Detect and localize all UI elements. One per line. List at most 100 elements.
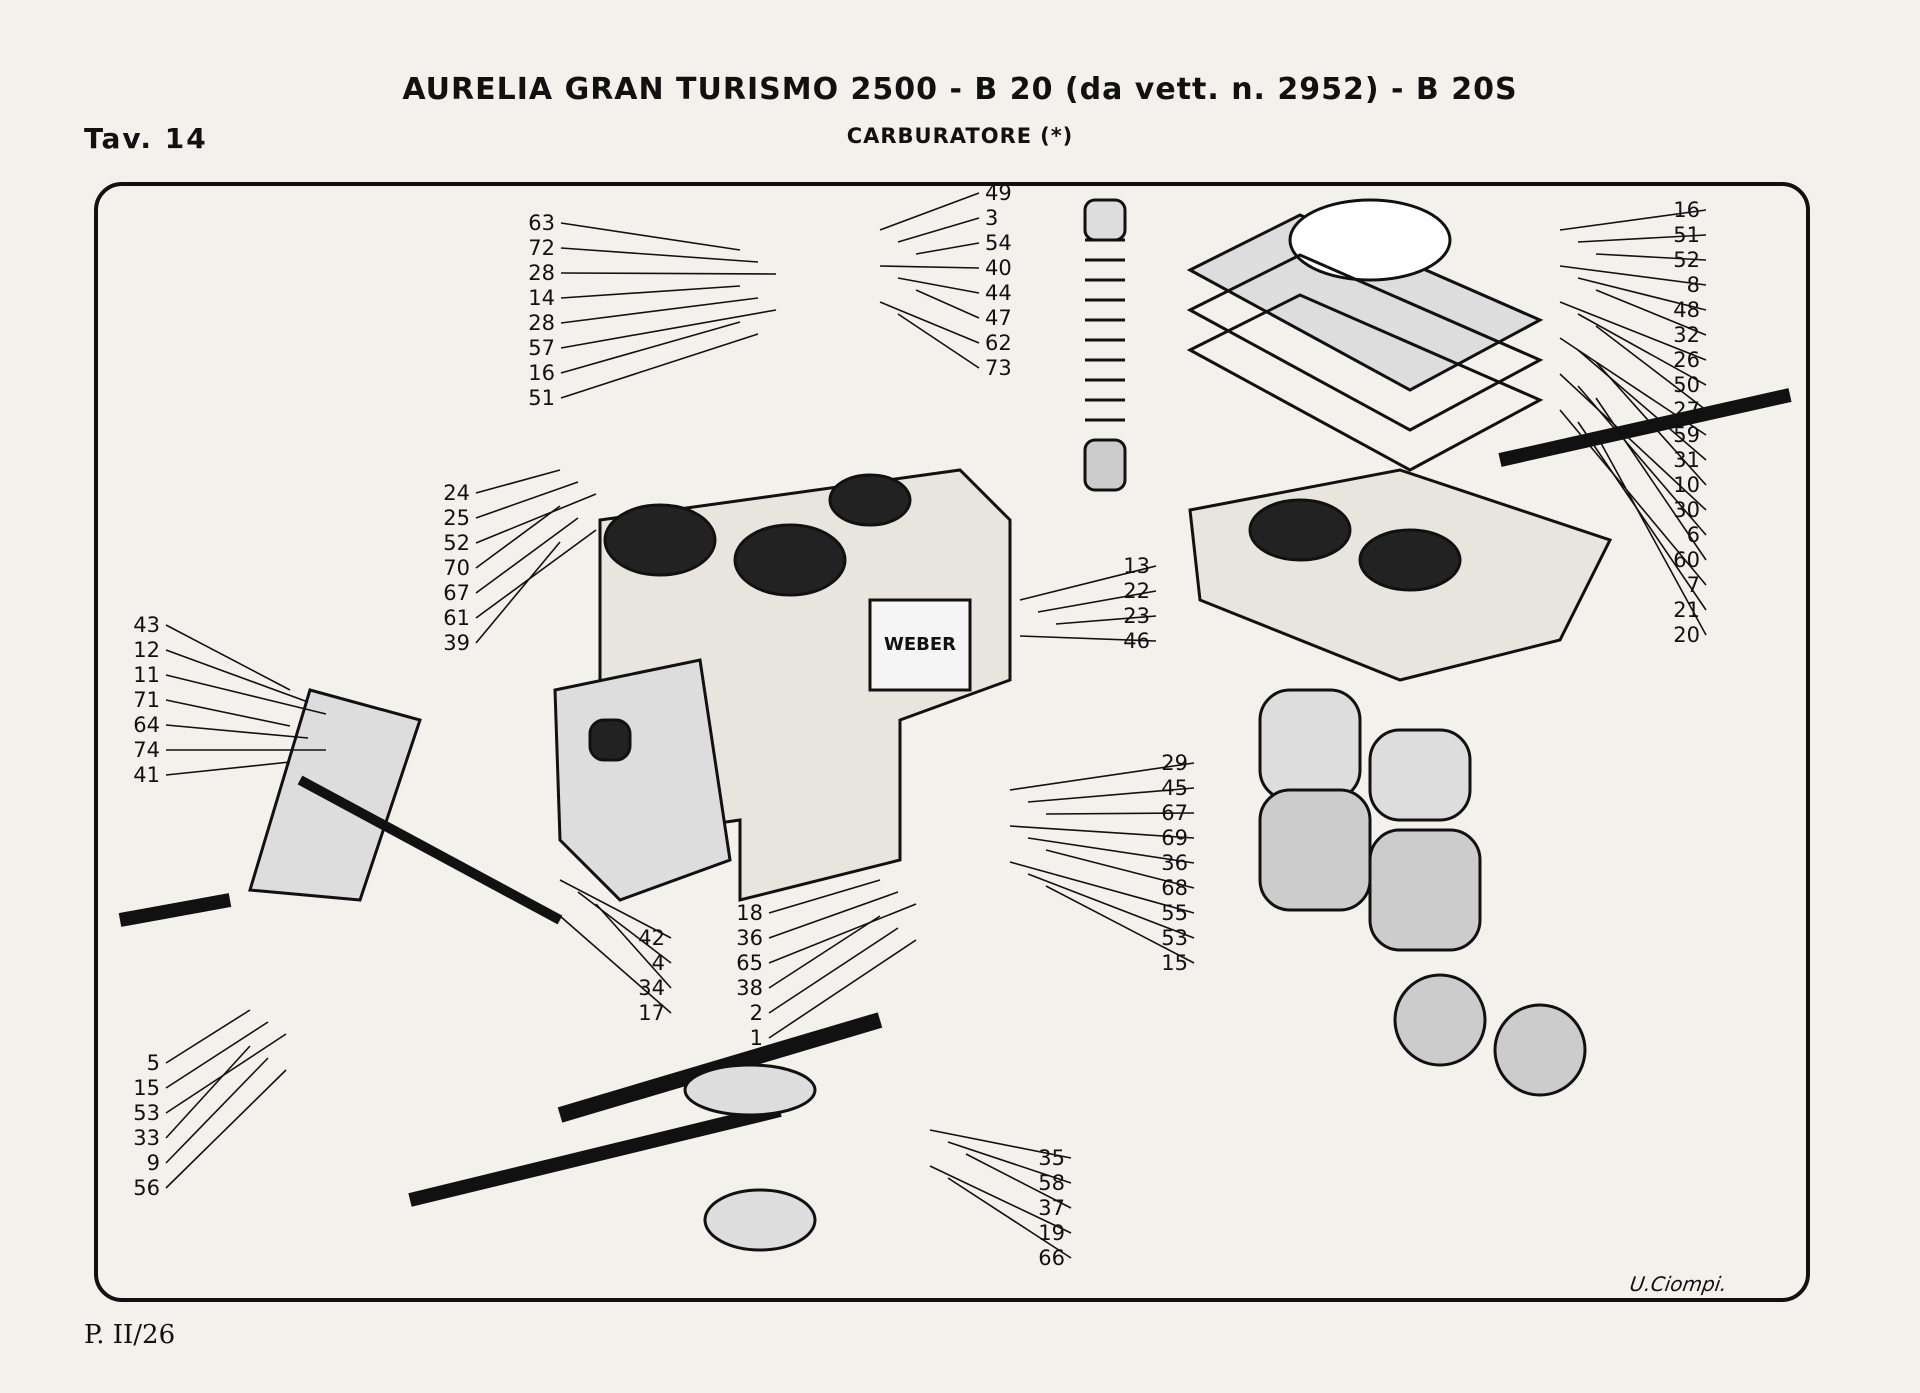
callout-number: 23	[1123, 604, 1150, 628]
callout-number: 74	[133, 738, 160, 762]
page-title: AURELIA GRAN TURISMO 2500 - B 20 (da vet…	[402, 72, 1518, 107]
callout-number: 42	[638, 926, 665, 950]
callout-leader-line	[165, 624, 291, 691]
callout-leader-line	[577, 891, 672, 964]
callout-leader-line	[1027, 837, 1195, 864]
callout-number: 53	[1161, 926, 1188, 950]
plate-number: Tav. 14	[84, 122, 208, 155]
callout-leader-line	[1559, 209, 1707, 231]
callout-number: 39	[443, 631, 470, 655]
callout-number: 22	[1123, 579, 1150, 603]
callout-number: 38	[736, 976, 763, 1000]
callout-labels: 6372281428571651493544044476273242552706…	[133, 181, 1707, 1270]
callout-leader-line	[165, 761, 291, 776]
callout-leader-line	[1577, 234, 1707, 243]
callout-number: 4	[652, 951, 665, 975]
callout-number: 6	[1687, 523, 1700, 547]
callout-leader-line	[1577, 349, 1707, 461]
callout-leader-line	[915, 289, 980, 319]
callout-leader-line	[595, 903, 672, 989]
callout-number: 63	[528, 211, 555, 235]
callout-number: 19	[1038, 1221, 1065, 1245]
callout-number: 73	[985, 356, 1012, 380]
callout-number: 16	[1673, 198, 1700, 222]
callout-number: 49	[985, 181, 1012, 205]
callout-number: 61	[443, 606, 470, 630]
callout-leader-line	[165, 724, 309, 739]
callout-number: 15	[1161, 951, 1188, 975]
callout-leader-line	[560, 247, 759, 263]
callout-leader-line	[1577, 313, 1707, 386]
callout-leader-line	[165, 674, 327, 715]
callout-number: 5	[147, 1051, 160, 1075]
callout-leader-line	[475, 469, 561, 494]
callout-leader-line	[897, 217, 980, 243]
callout-number: 53	[133, 1101, 160, 1125]
callout-leader-line	[1559, 373, 1707, 511]
callout-leader-line	[1559, 265, 1707, 286]
callout-leader-line	[560, 272, 777, 275]
callout-number: 13	[1123, 554, 1150, 578]
callout-number: 72	[528, 236, 555, 260]
callout-leader-line	[768, 927, 899, 1014]
callout-leader-line	[1595, 361, 1707, 486]
callout-number: 2	[750, 1001, 763, 1025]
callout-leader-line	[897, 313, 980, 369]
callout-leader-line	[768, 903, 917, 964]
callout-leader-line	[1595, 253, 1707, 261]
callout-leader-line	[929, 1165, 1072, 1234]
callout-number: 15	[133, 1076, 160, 1100]
callout-number: 50	[1673, 373, 1700, 397]
callout-number: 70	[443, 556, 470, 580]
callout-leader-line	[1009, 861, 1195, 914]
callout-number: 20	[1673, 623, 1700, 647]
callout-leader-line	[768, 939, 917, 1039]
callout-number: 28	[528, 261, 555, 285]
callout-number: 36	[736, 926, 763, 950]
subtitle-text: CARBURATORE	[846, 124, 1033, 148]
callout-number: 7	[1687, 573, 1700, 597]
subtitle-note: (*)	[1040, 124, 1074, 148]
callout-number: 64	[133, 713, 160, 737]
callout-leader-line	[1577, 421, 1707, 611]
callout-leader-line	[1595, 397, 1707, 561]
callout-leader-line	[165, 1069, 287, 1189]
callout-number: 29	[1161, 751, 1188, 775]
callout-leader-line	[165, 649, 309, 703]
callout-leader-line	[560, 333, 759, 399]
callout-number: 40	[985, 256, 1012, 280]
callout-leader-line	[560, 222, 741, 251]
callout-leader-line	[560, 321, 741, 374]
callout-number: 56	[133, 1176, 160, 1200]
callout-leader-line	[1027, 787, 1195, 803]
callout-number: 33	[133, 1126, 160, 1150]
callout-leader-line	[165, 1021, 269, 1089]
callout-number: 8	[1687, 273, 1700, 297]
diagram-frame	[94, 182, 1810, 1302]
callout-number: 36	[1161, 851, 1188, 875]
callout-leader-line	[1045, 849, 1195, 889]
callout-number: 12	[133, 638, 160, 662]
callout-number: 58	[1038, 1171, 1065, 1195]
callout-number: 43	[133, 613, 160, 637]
callout-leader-line	[475, 481, 579, 519]
callout-leader-line	[897, 277, 980, 294]
callout-leader-line	[1577, 385, 1707, 536]
callout-number: 10	[1673, 473, 1700, 497]
callout-leader-line	[1055, 615, 1157, 625]
callout-leader-line	[475, 517, 579, 594]
callout-leader-line	[1045, 812, 1195, 815]
callout-number: 35	[1038, 1146, 1065, 1170]
part-drawings	[118, 198, 1792, 1252]
callout-leader-line	[165, 1033, 287, 1114]
callout-number: 54	[985, 231, 1012, 255]
callout-leader-line	[559, 879, 672, 939]
callout-leader-line	[879, 265, 980, 269]
callout-number: 67	[443, 581, 470, 605]
callout-leader-line	[1559, 337, 1707, 436]
callout-number: 47	[985, 306, 1012, 330]
callout-leader-line	[165, 1009, 251, 1064]
callout-number: 51	[528, 386, 555, 410]
callout-leader-line	[1045, 885, 1195, 964]
callout-number: 21	[1673, 598, 1700, 622]
